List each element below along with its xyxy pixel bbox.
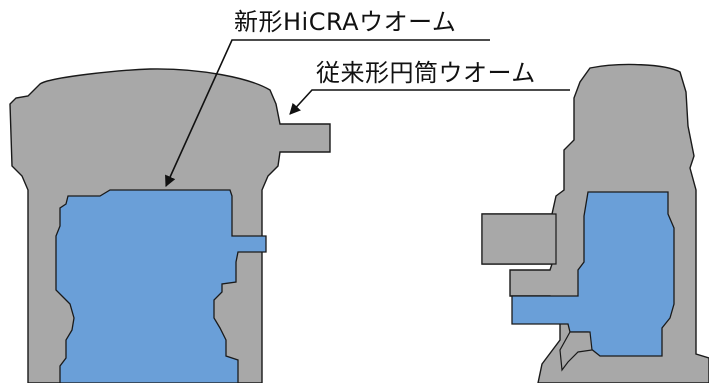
right-lower-detail — [559, 331, 593, 372]
right-shaft — [481, 213, 557, 265]
left-worm-blue — [55, 189, 267, 383]
leader-line-new — [165, 39, 490, 188]
label-new-hicra-worm: 新形HiCRAウオーム — [234, 8, 457, 36]
label-conventional-worm: 従来形円筒ウオーム — [316, 59, 536, 87]
leader-line-old — [289, 89, 570, 115]
